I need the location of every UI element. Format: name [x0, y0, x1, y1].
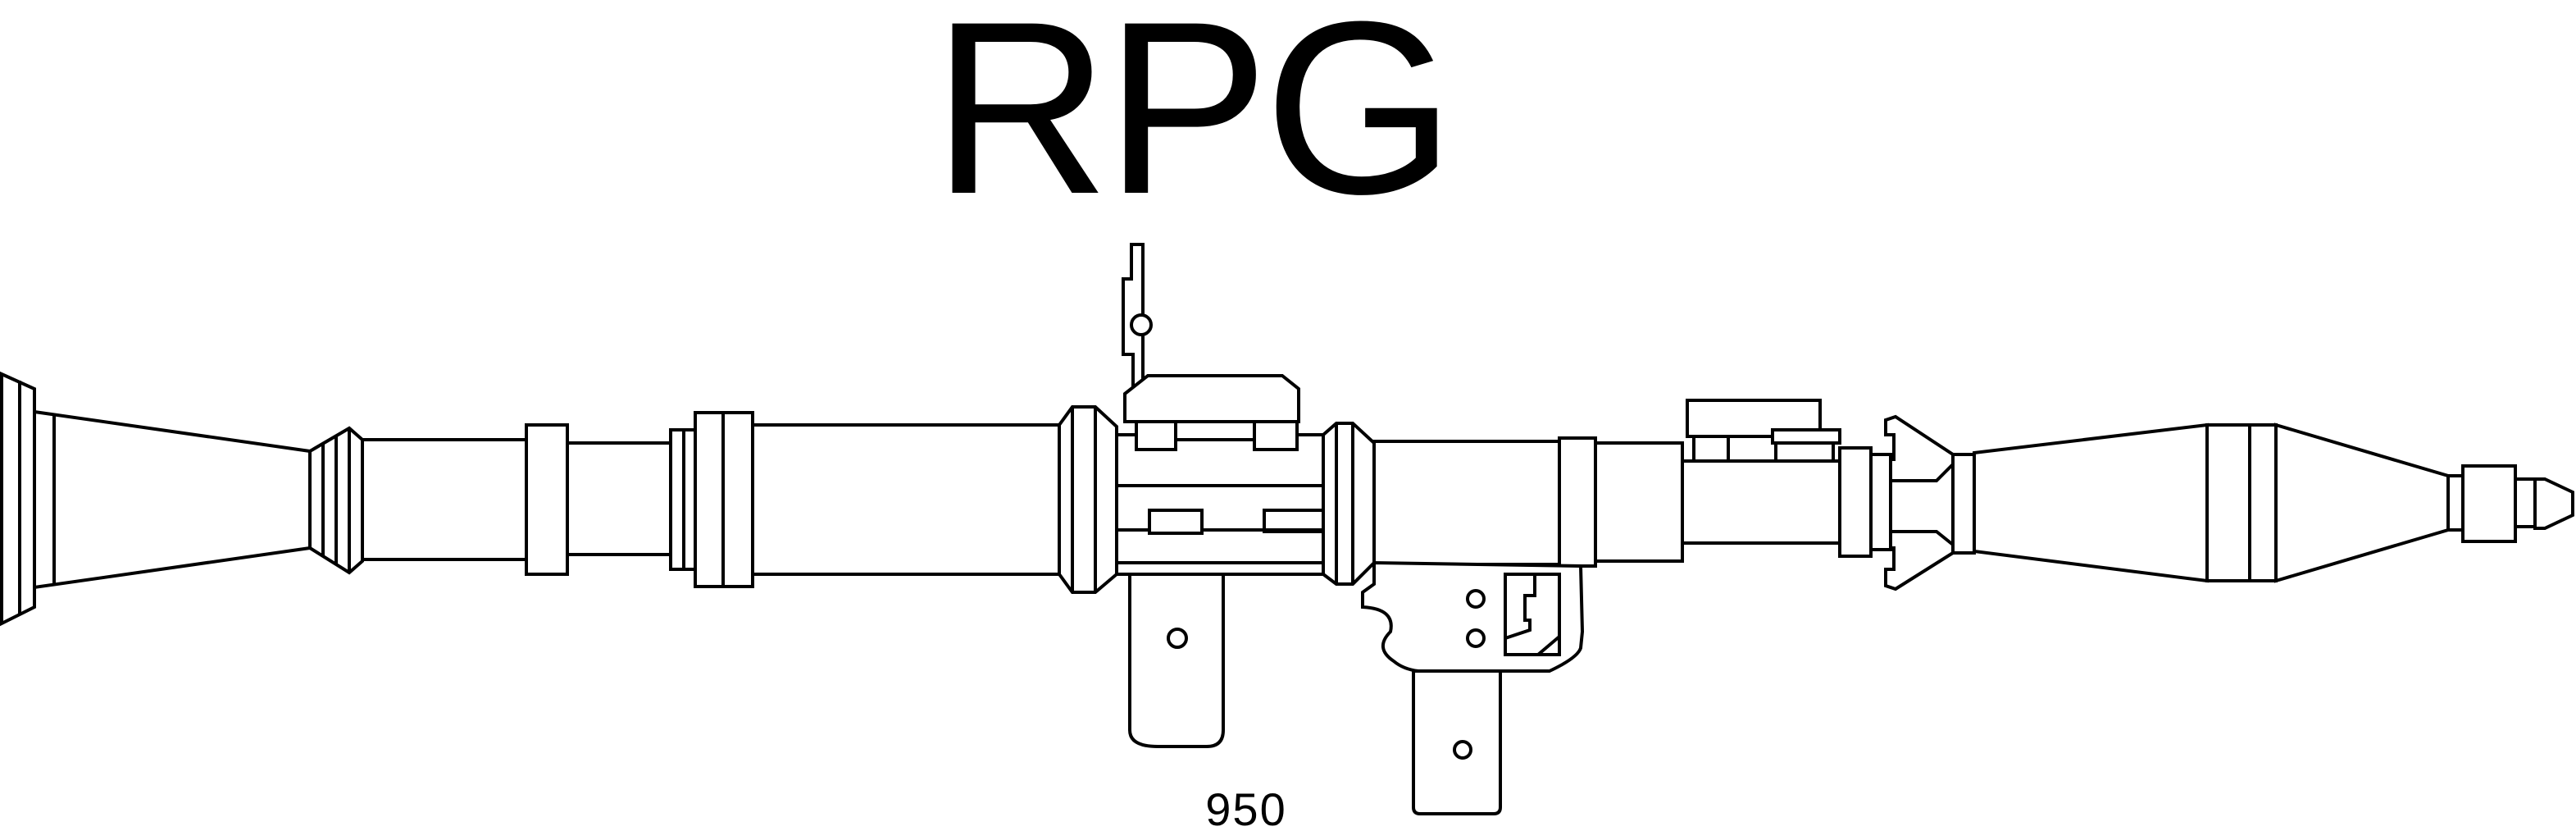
forward-tube — [1681, 399, 1892, 558]
front-grip — [1412, 669, 1502, 815]
trigger-assembly — [1361, 560, 1585, 673]
front-sight — [1122, 243, 1153, 400]
rear-ribbed-collar — [308, 426, 364, 575]
model-number: 950 — [1205, 783, 1286, 831]
trigger-guard-box — [1504, 573, 1561, 656]
left-slot — [1148, 509, 1204, 535]
warhead — [1951, 422, 2574, 583]
trigger-pin-1 — [1466, 589, 1486, 609]
rear-grip — [1128, 573, 1225, 748]
sight-housing — [1123, 374, 1300, 451]
rear-exhaust-bell — [0, 371, 312, 627]
forward-collar — [1884, 414, 1955, 591]
rear-tube — [361, 411, 1061, 588]
nose-band — [2461, 464, 2517, 543]
diagram-title: RPG — [932, 0, 1450, 245]
front-tube — [1372, 436, 1684, 568]
rear-grip-pin — [1167, 628, 1188, 649]
front-grip-pin — [1453, 740, 1472, 760]
trigger-pin-2 — [1466, 628, 1486, 648]
center-body — [1115, 433, 1325, 576]
mid-collar — [1058, 405, 1118, 594]
trigger-collar — [1322, 422, 1376, 586]
optic-mount — [1686, 399, 1822, 438]
sight-aperture — [1130, 313, 1153, 336]
